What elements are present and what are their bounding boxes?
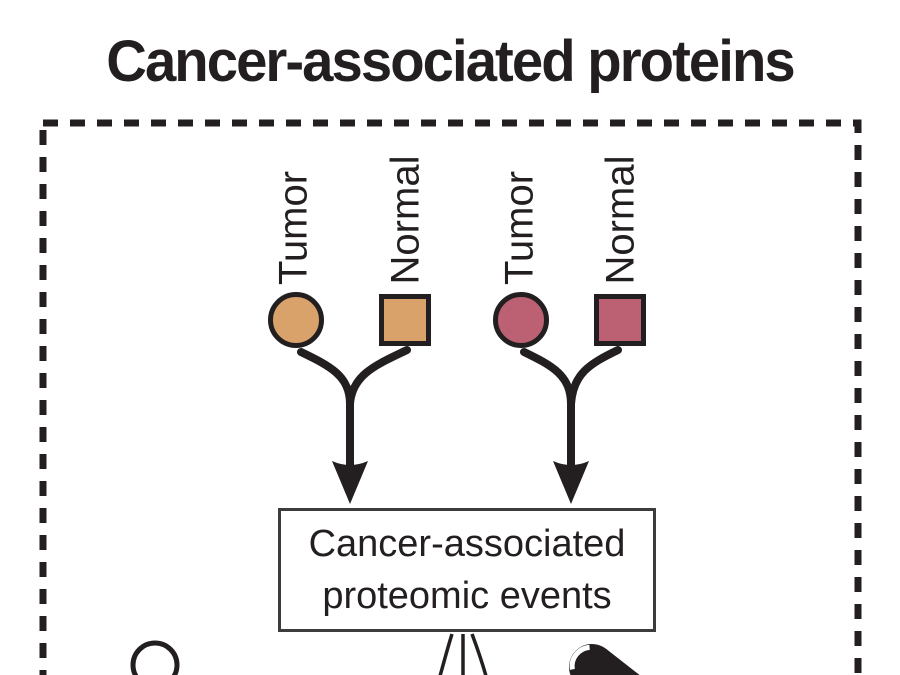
merge-arrow-left [297,346,411,504]
events-box-line2: proteomic events [322,575,612,617]
label-tumor-right: Tumor [497,170,542,286]
tumor-circle-rose [493,292,549,348]
figure-title: Cancer-associated proteins [106,29,795,94]
drug-pill-icon [569,644,668,675]
normal-square-tan [379,294,431,346]
normal-square-rose [594,294,646,346]
tumor-circle-tan [268,292,324,348]
label-normal-left: Normal [383,155,428,285]
label-normal-right: Normal [598,155,643,285]
proteomic-events-box: Cancer-associated proteomic events [278,508,656,632]
dashed-border [39,119,862,675]
merge-arrow-right [520,346,622,504]
label-tumor-left: Tumor [271,170,316,286]
protein-circle-icon [130,640,180,675]
events-box-line1: Cancer-associated [308,523,626,565]
splay-lines [438,633,488,675]
